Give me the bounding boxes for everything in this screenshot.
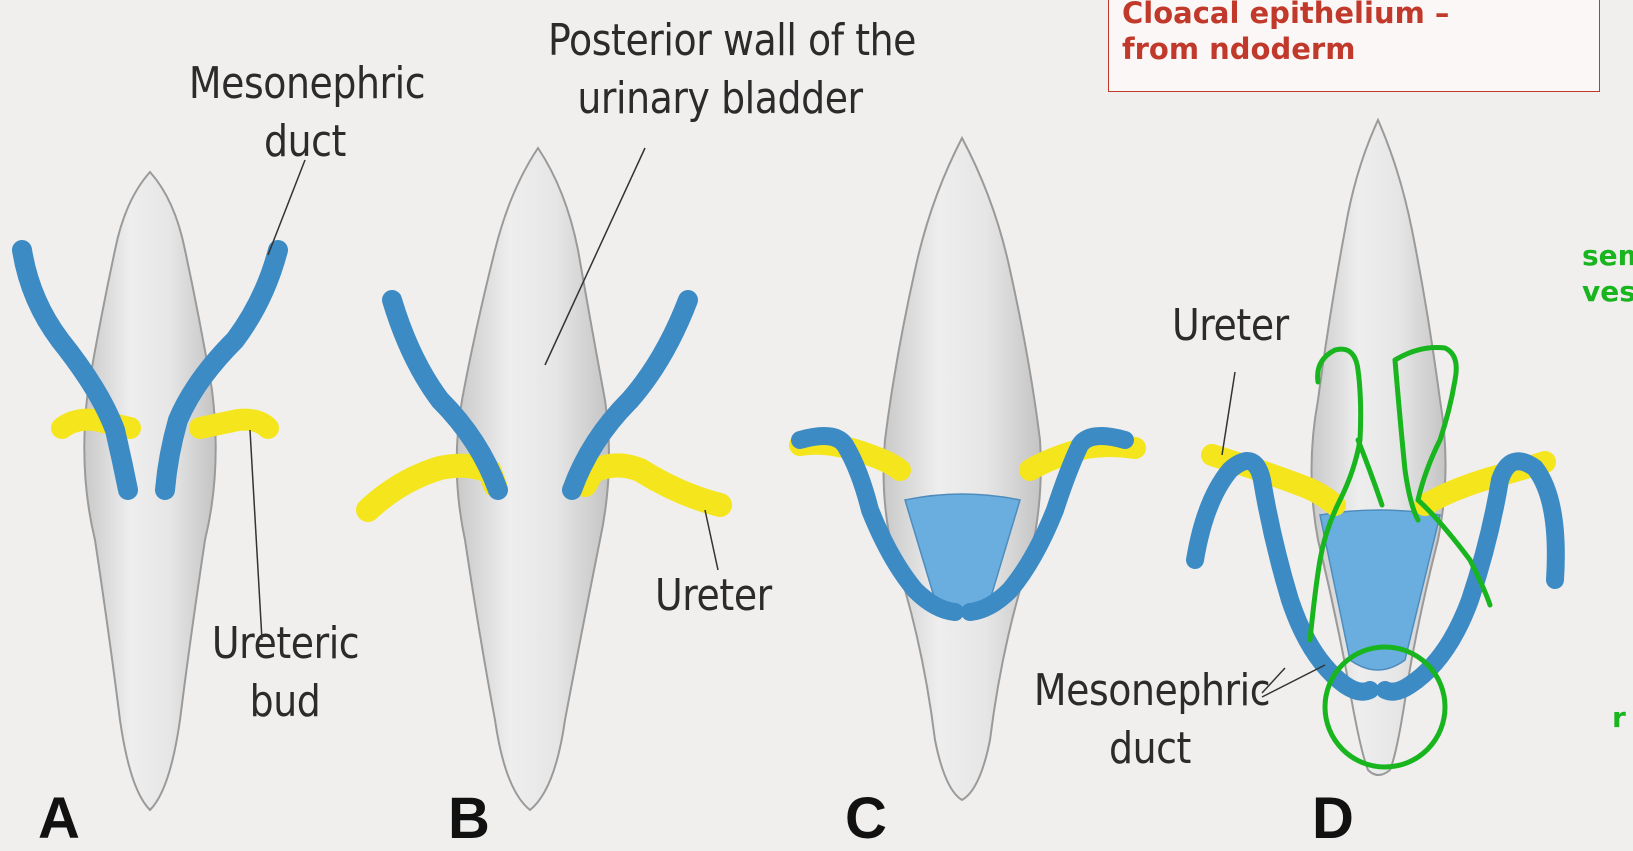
label-ureteric-bud: Ureteric bud (212, 615, 358, 731)
seminal-vesicle-note: sem vesi (1582, 238, 1633, 310)
label-line: Mesonephric (1034, 662, 1266, 720)
label-line: Ureteric (212, 615, 358, 673)
panel-label-b: B (448, 790, 490, 848)
ureteric-bud-right-a (200, 420, 268, 428)
pointer-duct-a (268, 160, 305, 255)
label-line: duct (189, 113, 421, 171)
label-line: Posterior wall of the (548, 12, 892, 70)
bladder-a (84, 172, 215, 810)
pointer-bud-a (250, 430, 262, 640)
label-mesonephric-duct-c: Mesonephric duct (1034, 662, 1266, 778)
note-line: sem (1582, 238, 1633, 274)
note-line: vesi (1582, 274, 1633, 310)
label-posterior-wall: Posterior wall of the urinary bladder (548, 12, 892, 128)
label-line: Mesonephric (189, 55, 421, 113)
label-line: urinary bladder (548, 70, 892, 128)
label-mesonephric-duct-a: Mesonephric duct (189, 55, 421, 171)
label-ureter-b: Ureter (655, 570, 772, 621)
panel-label-a: A (38, 790, 80, 848)
label-line: bud (212, 673, 358, 731)
pointer-ureter-d (1222, 372, 1235, 455)
cloacal-epithelium-note: Cloacal epithelium – from ndoderm (1108, 0, 1600, 92)
pointer-ureter-b (705, 510, 718, 570)
label-line: duct (1034, 720, 1266, 778)
right-edge-note: r (1612, 700, 1626, 736)
panel-b (368, 148, 720, 810)
note-text: Cloacal epithelium – from ndoderm (1122, 0, 1449, 67)
label-ureter-d: Ureter (1172, 300, 1289, 351)
pointer-duct-d (1262, 665, 1325, 697)
panel-label-d: D (1312, 790, 1354, 848)
panel-label-c: C (845, 790, 887, 848)
